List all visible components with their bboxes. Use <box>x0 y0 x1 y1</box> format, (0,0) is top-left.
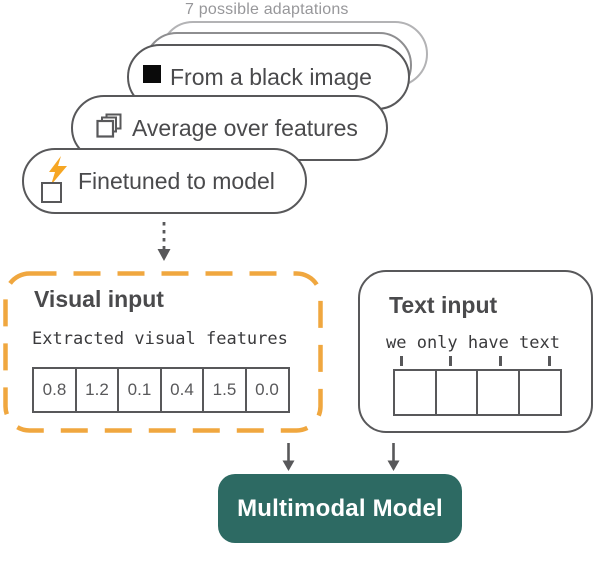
token-cell <box>517 369 562 416</box>
text-tokens-caption: we only have text <box>386 333 560 353</box>
visual-features-caption: Extracted visual features <box>32 329 288 349</box>
dashed-border <box>3 271 323 433</box>
token-cell <box>476 369 520 416</box>
text-to-model-arrow <box>387 443 400 471</box>
visual-input-panel: Visual input Extracted visual features 0… <box>3 271 323 433</box>
text-input-panel: Text input we only have text <box>358 270 593 433</box>
multimodal-model-label: Multimodal Model <box>237 494 443 522</box>
feature-cell: 1.2 <box>74 367 120 413</box>
token-tick <box>449 356 452 366</box>
pill-label: Average over features <box>132 114 358 141</box>
visual-input-title: Visual input <box>34 286 164 312</box>
token-tick <box>548 356 551 366</box>
pill-label: From a black image <box>170 63 372 90</box>
text-token-row <box>393 369 562 416</box>
feature-cell: 0.4 <box>159 367 205 413</box>
layers-icon <box>96 113 123 140</box>
dotted-down-arrow <box>157 222 171 261</box>
pill-finetuned-to-model: Finetuned to model <box>22 148 307 214</box>
multimodal-model-box: Multimodal Model <box>218 474 462 543</box>
feature-cell: 1.5 <box>202 367 247 413</box>
empty-square-icon <box>41 182 62 203</box>
token-tick <box>400 356 403 366</box>
pill-label: Finetuned to model <box>78 167 275 194</box>
visual-feature-row: 0.8 1.2 0.1 0.4 1.5 0.0 <box>32 367 290 413</box>
token-tick <box>499 356 502 366</box>
visual-to-model-arrow <box>282 443 295 471</box>
adaptations-count-label: 7 possible adaptations <box>185 1 349 18</box>
lightning-square-icon <box>41 156 69 204</box>
black-square-icon <box>143 65 161 83</box>
token-cell <box>393 369 437 416</box>
token-cell <box>434 369 479 416</box>
feature-cell: 0.0 <box>244 367 290 413</box>
feature-cell: 0.1 <box>117 367 162 413</box>
feature-cell: 0.8 <box>32 367 77 413</box>
lightning-bolt-icon <box>49 156 67 185</box>
text-input-title: Text input <box>389 292 498 318</box>
